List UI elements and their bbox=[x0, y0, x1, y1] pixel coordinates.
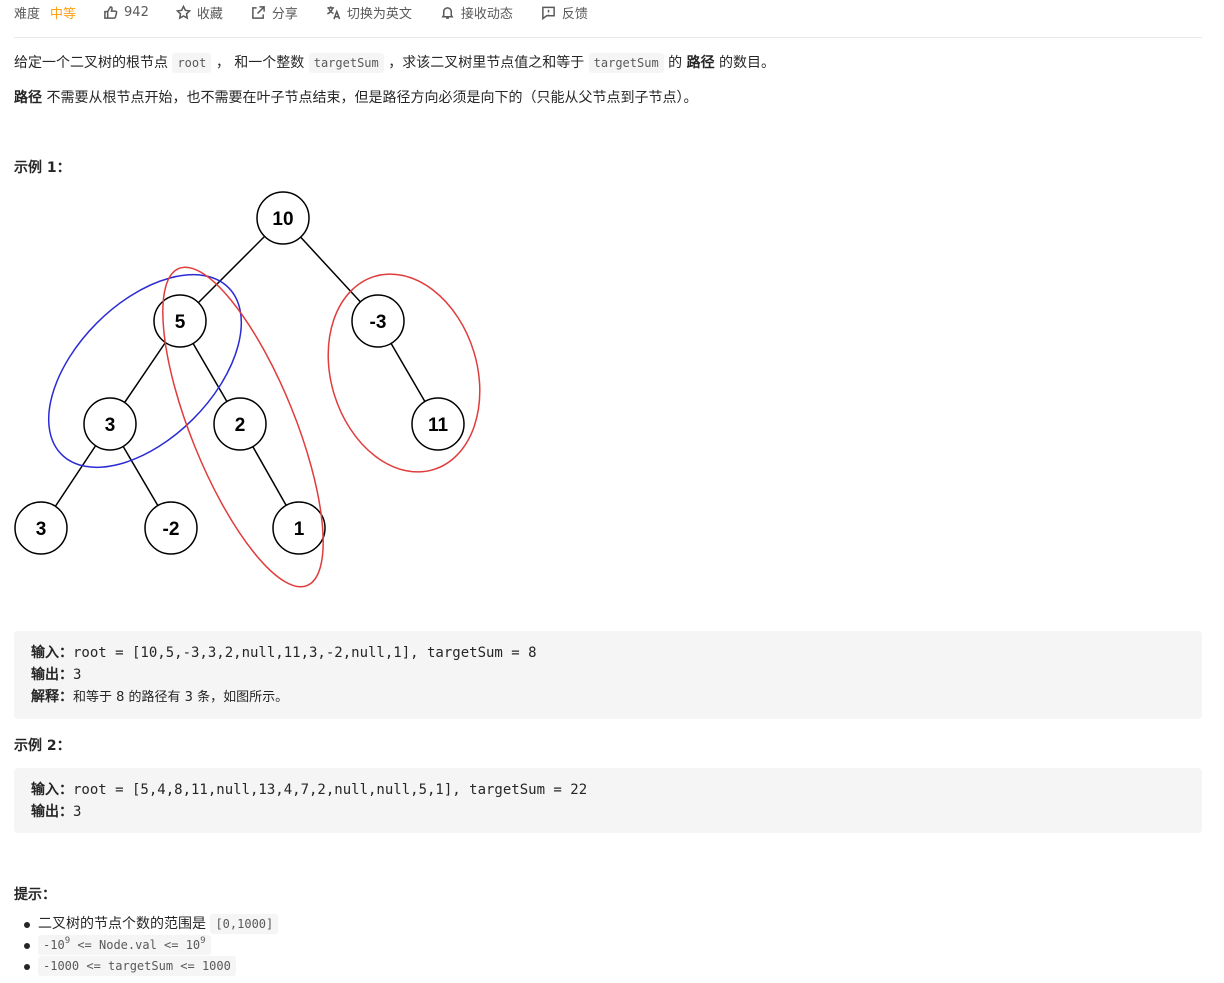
hint-exponent: 9 bbox=[200, 936, 206, 946]
example-1-codeblock: 输入：root = [10,5,-3,3,2,null,11,3,-2,null… bbox=[14, 631, 1202, 719]
tree-edges bbox=[40, 217, 439, 529]
share-label: 分享 bbox=[271, 6, 298, 22]
hint-exponent: 9 bbox=[64, 936, 71, 946]
explain-label: 解释： bbox=[31, 689, 73, 705]
tree-node-label: 11 bbox=[428, 415, 449, 436]
feedback-label: 反馈 bbox=[561, 6, 588, 22]
problem-toolbar: 难度 中等 942 收藏 分享 切换为英文 接收动态 反馈 bbox=[14, 0, 1202, 38]
input-value: root = [5,4,8,11,null,13,4,7,2,null,null… bbox=[73, 782, 588, 798]
desc-text: ， 和一个整数 bbox=[215, 55, 305, 71]
hint-code: -1000 <= targetSum <= 1000 bbox=[38, 956, 236, 976]
output-label: 输出： bbox=[31, 667, 73, 683]
difficulty-value: 中等 bbox=[50, 6, 77, 22]
tree-node bbox=[144, 501, 198, 555]
example-1-title: 示例 1： bbox=[14, 160, 71, 176]
star-icon bbox=[175, 4, 191, 19]
tree-node-label: 3 bbox=[36, 519, 47, 540]
bold-path: 路径 bbox=[686, 55, 715, 71]
switch-language-label: 切换为英文 bbox=[346, 6, 412, 22]
bold-path: 路径 bbox=[14, 90, 42, 106]
hint-code-text: <= Node.val <= 10 bbox=[70, 938, 201, 952]
favorite-button[interactable]: 收藏 bbox=[175, 3, 223, 22]
blue-path-highlight bbox=[47, 273, 243, 469]
tree-nodes bbox=[14, 191, 465, 555]
thumbs-up-icon bbox=[104, 5, 118, 19]
hint-item: -109 <= Node.val <= 109 bbox=[23, 935, 278, 956]
tree-node bbox=[411, 397, 465, 451]
tree-node bbox=[256, 191, 310, 245]
tree-node-label: 2 bbox=[235, 415, 246, 436]
hint-code: -109 <= Node.val <= 109 bbox=[38, 935, 211, 955]
desc-text: 的数目。 bbox=[719, 55, 776, 71]
hint-text: 二叉树的节点个数的范围是 bbox=[38, 916, 206, 932]
notify-label: 接收动态 bbox=[460, 6, 513, 22]
tree-node bbox=[351, 294, 405, 348]
code-targetsum: targetSum bbox=[308, 53, 384, 73]
tree-node-label: -3 bbox=[370, 312, 387, 333]
difficulty: 难度 中等 bbox=[14, 3, 77, 22]
tree-node-label: 10 bbox=[272, 209, 293, 230]
tree-node bbox=[213, 397, 267, 451]
code-root: root bbox=[172, 53, 212, 73]
feedback-button[interactable]: 反馈 bbox=[541, 3, 588, 22]
red-path-highlight bbox=[162, 266, 324, 588]
tree-node-label: 5 bbox=[175, 312, 186, 333]
like-count: 942 bbox=[124, 4, 149, 20]
example-2-title: 示例 2： bbox=[14, 738, 71, 754]
output-value: 3 bbox=[73, 667, 82, 683]
hint-code-text: -10 bbox=[43, 938, 65, 952]
hint-code: [0,1000] bbox=[210, 914, 279, 934]
desc-text: 不需要从根节点开始，也不需要在叶子节点结束，但是路径方向必须是向下的（只能从父节… bbox=[46, 90, 698, 106]
feedback-icon bbox=[542, 6, 555, 20]
hints-title: 提示： bbox=[14, 887, 56, 903]
favorite-label: 收藏 bbox=[196, 6, 223, 22]
input-value: root = [10,5,-3,3,2,null,11,3,-2,null,1]… bbox=[73, 645, 537, 661]
output-value: 3 bbox=[73, 804, 82, 820]
bell-icon bbox=[441, 6, 454, 19]
translate-icon bbox=[326, 5, 341, 19]
input-label: 输入： bbox=[31, 782, 73, 798]
hint-item: -1000 <= targetSum <= 1000 bbox=[23, 956, 278, 977]
desc-text: ，求该二叉树里节点值之和等于 bbox=[388, 55, 585, 71]
tree-node bbox=[14, 501, 68, 555]
description-paragraph-2: 路径 不需要从根节点开始，也不需要在叶子节点结束，但是路径方向必须是向下的（只能… bbox=[14, 89, 697, 107]
share-icon bbox=[252, 5, 265, 19]
difficulty-label: 难度 bbox=[14, 6, 41, 22]
tree-node-label: -2 bbox=[163, 519, 180, 540]
code-targetsum: targetSum bbox=[588, 53, 664, 73]
switch-language-button[interactable]: 切换为英文 bbox=[326, 3, 412, 22]
tree-node bbox=[272, 501, 326, 555]
description-paragraph-1: 给定一个二叉树的根节点 root ， 和一个整数 targetSum ，求该二叉… bbox=[14, 53, 776, 73]
input-label: 输入： bbox=[31, 645, 73, 661]
example-1-tree-image: 10 5 -3 3 2 11 3 -2 1 bbox=[14, 191, 481, 588]
tree-node bbox=[83, 397, 137, 451]
hint-item: 二叉树的节点个数的范围是 [0,1000] bbox=[23, 914, 279, 935]
like-button[interactable]: 942 bbox=[103, 3, 149, 21]
red-path-highlight bbox=[327, 273, 481, 473]
tree-node-label: 3 bbox=[105, 415, 116, 436]
notify-button[interactable]: 接收动态 bbox=[440, 3, 513, 22]
example-2-codeblock: 输入：root = [5,4,8,11,null,13,4,7,2,null,n… bbox=[14, 768, 1202, 833]
desc-text: 的 bbox=[668, 55, 683, 71]
tree-node-label: 1 bbox=[294, 519, 305, 540]
desc-text: 给定一个二叉树的根节点 bbox=[14, 55, 168, 71]
hints-list: 二叉树的节点个数的范围是 [0,1000] -109 <= Node.val <… bbox=[14, 914, 279, 977]
explain-value: 和等于 8 的路径有 3 条，如图所示。 bbox=[73, 690, 289, 705]
output-label: 输出： bbox=[31, 804, 73, 820]
share-button[interactable]: 分享 bbox=[251, 3, 298, 22]
tree-node bbox=[153, 294, 207, 348]
